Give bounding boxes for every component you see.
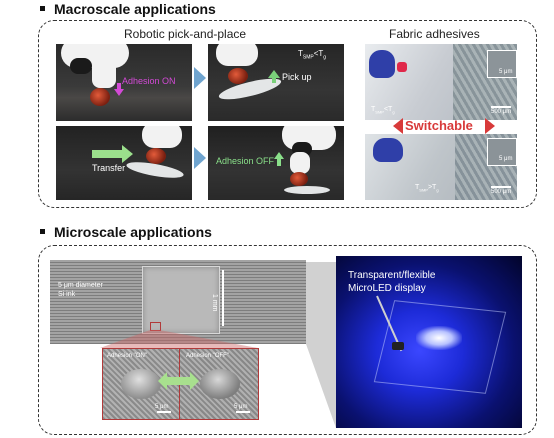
- adhesion-off-inset-label: Adhesion "OFF": [186, 353, 229, 359]
- adhesion-off-label: Adhesion OFF: [216, 156, 275, 166]
- right-arrow-icon: [194, 147, 206, 169]
- robot-gripper: [90, 88, 110, 106]
- fabric-photo-top: 5 μm 500 μm TSMP<Tg: [365, 44, 517, 120]
- red-object: [397, 62, 407, 72]
- sem-bump: [200, 369, 240, 399]
- up-arrow-icon: [274, 152, 284, 159]
- scale-bar-top: [491, 106, 511, 108]
- inset-scale-bar-right: [236, 411, 250, 413]
- inset-scale-bar-left: [157, 411, 171, 413]
- inset-scale-right: 5 μm: [234, 404, 248, 410]
- microled-label-1: Transparent/flexible: [348, 270, 436, 281]
- temperature-bottom: TSMP>Tg: [415, 184, 439, 193]
- scale-inset-bottom: 5 μm: [499, 156, 513, 162]
- microled-display-photo: Transparent/flexible MicroLED display: [336, 256, 522, 428]
- display-glow: [416, 326, 462, 350]
- adhesion-on-label: Adhesion ON: [122, 76, 176, 86]
- robot-joint: [70, 58, 92, 74]
- switch-arrow-right-icon: [485, 118, 495, 134]
- robot-gripper: [290, 172, 308, 186]
- bullet-icon: [40, 228, 45, 234]
- robot-arm: [216, 44, 258, 66]
- fabric-title: Fabric adhesives: [389, 27, 480, 41]
- microscale-panel: [38, 245, 537, 435]
- up-arrow-stem-icon: [272, 77, 276, 83]
- microled-label-2: MicroLED display: [348, 283, 426, 294]
- switch-arrow-left-icon: [393, 118, 403, 134]
- robot-photo-adhesion-off: Adhesion OFF: [208, 126, 344, 200]
- si-ink-label-2: Si ink: [58, 291, 76, 298]
- inset-scale-left: 5 μm: [155, 404, 169, 410]
- pick-up-label: Pick up: [282, 72, 312, 82]
- scale-inset-top: 5 μm: [499, 69, 513, 75]
- down-arrow-icon: [114, 89, 124, 96]
- sem-array-photo: 5 μm diameter Si ink 1 mm: [50, 260, 306, 344]
- macroscale-panel: [38, 20, 537, 208]
- macroscale-heading-text: Macroscale applications: [54, 1, 216, 17]
- switchable-label: Switchable: [405, 118, 473, 133]
- fabric-photo-bottom: 5 μm 500 μm TSMP>Tg: [365, 134, 517, 200]
- bullet-icon: [40, 5, 45, 11]
- robot-gripper: [228, 68, 248, 84]
- vertical-scale-label: 1 mm: [211, 294, 218, 312]
- sem-inset-bottom: [487, 138, 517, 166]
- sem-bump: [121, 369, 161, 399]
- si-ink-label-1: 5 μm diameter: [58, 282, 103, 289]
- released-film: [284, 186, 330, 194]
- scale-bar-bottom: [491, 186, 511, 188]
- probe-tip: [392, 342, 404, 350]
- glove-hand: [369, 50, 395, 78]
- vertical-scale-bar: [222, 270, 224, 326]
- double-arrow-right-icon: [190, 372, 199, 390]
- scale-main-bottom: 500 μm: [491, 189, 512, 195]
- macroscale-heading: Macroscale applications: [40, 1, 216, 17]
- glove-hand: [373, 138, 403, 162]
- robot-photo-transfer: Transfer: [56, 126, 192, 200]
- up-arrow-icon: [268, 70, 280, 78]
- microscale-heading-text: Microscale applications: [54, 224, 212, 240]
- robotic-title: Robotic pick-and-place: [124, 27, 247, 41]
- transfer-arrowhead-icon: [122, 145, 133, 163]
- robot-arm: [142, 126, 182, 148]
- transfer-arrow-icon: [92, 150, 122, 158]
- temperature-label: TSMP<Tg: [298, 49, 327, 61]
- robot-photo-adhesion-on: Adhesion ON: [56, 44, 192, 121]
- inset-locator: [150, 322, 161, 331]
- scale-main-top: 500 μm: [491, 109, 512, 115]
- double-arrow-icon: [166, 377, 190, 385]
- double-arrow-left-icon: [158, 372, 167, 390]
- transfer-label: Transfer: [92, 163, 126, 173]
- robot-gripper: [146, 148, 166, 164]
- temperature-top: TSMP<Tg: [371, 106, 395, 115]
- sem-inset-adhesion-on: Adhesion "ON" 5 μm: [102, 348, 180, 420]
- up-arrow-stem-icon: [277, 158, 281, 166]
- robot-wrist: [290, 152, 310, 174]
- robot-photo-pick-up: TSMP<Tg Pick up: [208, 44, 344, 121]
- adhesion-on-inset-label: Adhesion "ON": [107, 353, 147, 359]
- microscale-heading: Microscale applications: [40, 224, 212, 240]
- down-arrow-stem-icon: [117, 83, 121, 90]
- sem-inset-top: [487, 50, 517, 78]
- robot-wrist: [92, 54, 116, 88]
- right-arrow-icon: [194, 67, 206, 89]
